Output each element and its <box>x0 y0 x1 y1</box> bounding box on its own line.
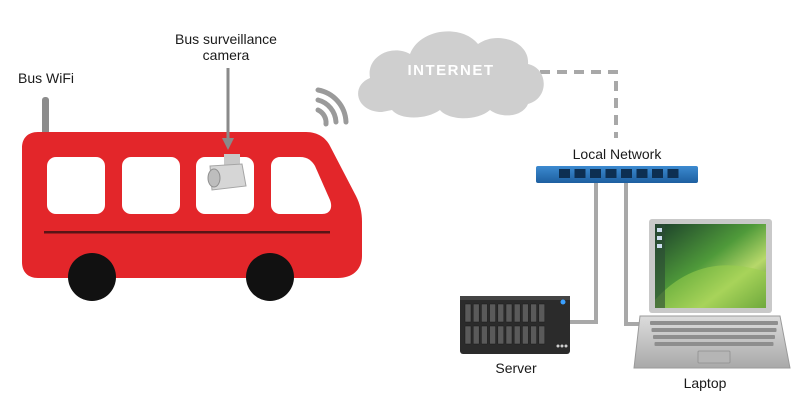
server-drive-bay <box>505 325 513 345</box>
camera-label-line2: camera <box>203 47 250 63</box>
keyboard-row <box>654 342 774 346</box>
internet-label: INTERNET <box>408 62 495 79</box>
bus-icon <box>22 97 362 301</box>
server-drive-bay <box>481 303 488 323</box>
bus-wifi-label: Bus WiFi <box>18 70 74 86</box>
server-drive-bay <box>464 325 472 345</box>
keyboard-row <box>653 335 775 339</box>
server-drive-bay <box>489 303 496 323</box>
switch-port <box>652 169 663 178</box>
server-drive-bay <box>497 325 505 345</box>
server-drive-bay <box>538 303 546 323</box>
server-drive-bay <box>481 325 488 345</box>
bus-window-1 <box>47 157 105 214</box>
server-drive-bay <box>489 325 496 345</box>
surveillance-camera-icon <box>207 68 247 191</box>
server-drive-bay <box>497 303 505 323</box>
switch-port <box>621 169 632 178</box>
wifi-signal-icon <box>315 87 349 127</box>
switch-port <box>667 169 679 178</box>
server-drive-bay <box>472 303 480 323</box>
server-drive-bay <box>505 303 513 323</box>
server-cable <box>568 176 598 324</box>
keyboard-row <box>650 321 778 325</box>
internet-cloud-icon <box>358 31 544 119</box>
switch-port <box>636 169 648 178</box>
bus-wheel-front <box>246 253 294 301</box>
server-drive-bay <box>522 325 529 345</box>
switch-port <box>559 169 570 178</box>
server-drive-bay <box>513 303 521 323</box>
server-drive-bay <box>522 303 529 323</box>
switch-port <box>605 169 617 178</box>
bus-antenna <box>42 97 49 137</box>
server-icon <box>460 296 570 354</box>
laptop-icon <box>633 219 791 369</box>
bus-window-2 <box>122 157 180 214</box>
server-drive-bay <box>538 325 546 345</box>
local-network-label: Local Network <box>573 146 663 162</box>
network-switch-icon <box>536 166 698 183</box>
server-label: Server <box>495 360 537 376</box>
server-drive-bay <box>530 303 537 323</box>
server-drive-bay <box>464 303 472 323</box>
camera-label-line1: Bus surveillance <box>175 31 277 47</box>
server-drive-bay <box>472 325 480 345</box>
bus-stripe <box>44 231 330 234</box>
bus-wheel-rear <box>68 253 116 301</box>
laptop-label: Laptop <box>684 375 727 391</box>
bus-window-front <box>271 157 332 214</box>
server-drive-bay <box>530 325 537 345</box>
keyboard-row <box>651 328 777 332</box>
internet-cable <box>540 70 618 138</box>
server-drive-bay <box>513 325 521 345</box>
switch-port <box>574 169 586 178</box>
switch-port <box>590 169 601 178</box>
